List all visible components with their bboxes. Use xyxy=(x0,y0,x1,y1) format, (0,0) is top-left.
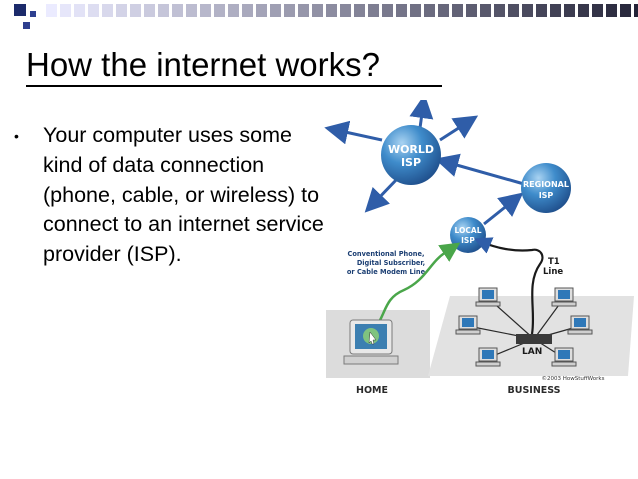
band-square xyxy=(60,4,71,17)
bullet-text: Your computer uses some kind of data con… xyxy=(43,123,324,267)
band-square xyxy=(438,4,449,17)
band-square xyxy=(256,4,267,17)
band-square xyxy=(564,4,575,17)
connection-label-1: Conventional Phone, xyxy=(348,250,425,258)
bullet-marker: • xyxy=(14,128,19,144)
band-square xyxy=(410,4,421,17)
world-arrow-right xyxy=(439,115,479,142)
band-square xyxy=(326,4,337,17)
band-square xyxy=(396,4,407,17)
band-square xyxy=(466,4,477,17)
band-square xyxy=(102,4,113,17)
band-square xyxy=(536,4,547,17)
band-square xyxy=(368,4,379,17)
lan-hub xyxy=(516,334,552,344)
band-square xyxy=(634,4,638,17)
office-computer-icon xyxy=(551,347,577,367)
office-computer-icon xyxy=(475,347,501,367)
band-square xyxy=(144,4,155,17)
band-square xyxy=(284,4,295,17)
regional-isp-label-2: ISP xyxy=(539,191,554,200)
band-square xyxy=(298,4,309,17)
band-square xyxy=(200,4,211,17)
t1-line xyxy=(473,237,544,335)
band-square xyxy=(550,4,561,17)
regional-isp-globe xyxy=(521,163,571,213)
office-computer-icon xyxy=(455,315,481,335)
band-square xyxy=(452,4,463,17)
local-isp-label-1: LOCAL xyxy=(455,226,482,235)
decorative-header-band xyxy=(14,4,638,29)
band-square xyxy=(606,4,617,17)
band-square xyxy=(508,4,519,17)
band-square xyxy=(242,4,253,17)
local-isp-label-2: ISP xyxy=(461,236,475,245)
band-square xyxy=(312,4,323,17)
copyright-label: ©2003 HowStuffWorks xyxy=(542,375,605,382)
band-square xyxy=(46,4,57,17)
world-arrow-up xyxy=(409,100,434,129)
band-square xyxy=(340,4,351,17)
band-square xyxy=(116,4,127,17)
slide-title: How the internet works? xyxy=(26,46,380,83)
band-square xyxy=(592,4,603,17)
world-isp-label-2: ISP xyxy=(401,156,421,169)
office-computer-icon xyxy=(567,315,593,335)
regional-to-world xyxy=(434,153,525,186)
band-square xyxy=(494,4,505,17)
band-square xyxy=(522,4,533,17)
band-square xyxy=(186,4,197,17)
band-square xyxy=(424,4,435,17)
t1-label-1: T1 xyxy=(548,257,560,267)
band-square xyxy=(620,4,631,17)
band-square xyxy=(88,4,99,17)
band-square xyxy=(354,4,365,17)
world-isp-label-1: WORLD xyxy=(388,143,434,156)
regional-isp-label-1: REGIONAL xyxy=(523,180,569,189)
band-square xyxy=(228,4,239,17)
band-square xyxy=(578,4,589,17)
band-square xyxy=(214,4,225,17)
band-square xyxy=(74,4,85,17)
local-to-regional xyxy=(483,192,524,226)
connection-label-2: Digital Subscriber, xyxy=(357,259,425,267)
band-square xyxy=(480,4,491,17)
connection-label-3: or Cable Modem Line xyxy=(347,268,426,276)
band-square xyxy=(172,4,183,17)
office-computer-icon xyxy=(551,287,577,307)
band-square xyxy=(382,4,393,17)
world-arrow-left xyxy=(324,120,383,145)
lan-label: LAN xyxy=(522,347,542,357)
business-label: BUSINESS xyxy=(507,385,560,396)
home-label: HOME xyxy=(356,385,388,396)
title-underline xyxy=(26,85,442,87)
office-computer-icon xyxy=(475,287,501,307)
internet-diagram: WORLD ISP REGIONAL ISP LOCAL ISP Convent… xyxy=(324,100,634,396)
band-square xyxy=(130,4,141,17)
t1-label-2: Line xyxy=(543,267,563,277)
world-arrow-down xyxy=(364,176,400,213)
local-isp-globe xyxy=(450,217,486,253)
home-computer-icon xyxy=(343,319,399,365)
band-square xyxy=(270,4,281,17)
band-square xyxy=(158,4,169,17)
world-isp-globe xyxy=(381,125,441,185)
lan-computers xyxy=(455,287,593,367)
